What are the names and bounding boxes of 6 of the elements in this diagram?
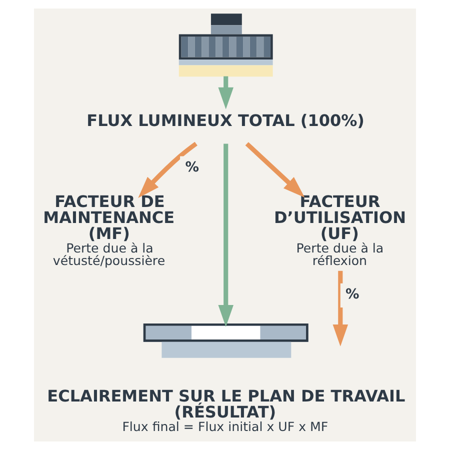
node-text: ECLAIREMENT SUR LE PLAN DE TRAVAIL (RÉSULTAT) Flux final = Flux initial x UF x MF [47, 386, 406, 434]
node-text: FLUX LUMINEUX TOTAL (100%) [86, 111, 365, 130]
node-text: FACTEUR DE MAINTENANCE (MF) Perte due à la vétusté/poussière [43, 192, 175, 268]
node-text: FACTEUR D’UTILISATION (UF) Perte due à la réflexion [274, 192, 406, 268]
edge-label: % [185, 159, 199, 176]
edge-label: % [346, 286, 360, 302]
